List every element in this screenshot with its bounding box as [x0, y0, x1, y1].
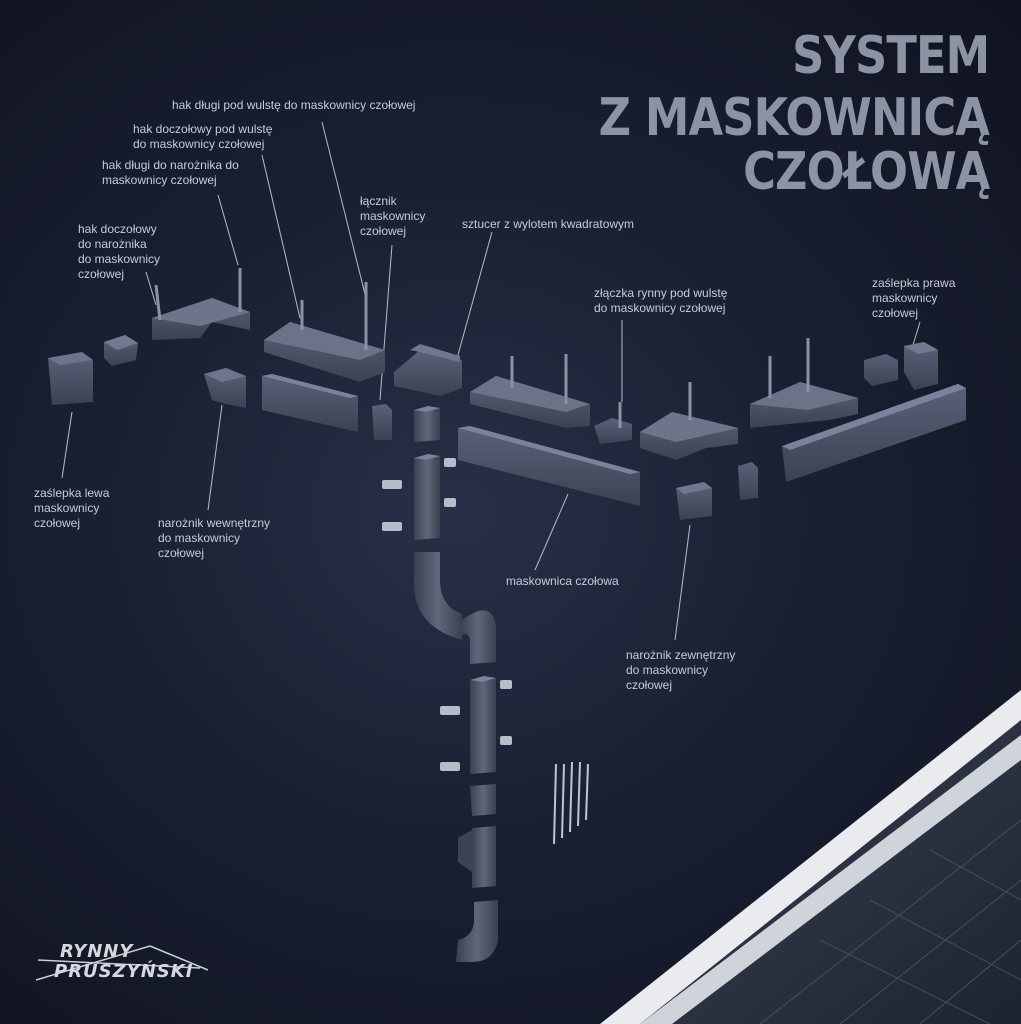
zaslepka-prawa-part [864, 342, 938, 390]
naroznik-zewnetrzny-rynna-part [640, 382, 738, 460]
leader-zaslepka-lewa [61, 411, 73, 479]
lacznik-part [372, 404, 392, 440]
title-line-3: CZOŁOWĄ [742, 142, 990, 202]
leader-lacznik [379, 244, 393, 401]
label-hak-doczolowy-wulst: hak doczołowy pod wulstę do maskownicy c… [133, 122, 273, 151]
kolano-1-part [413, 552, 462, 640]
roof-gutter-edge [640, 735, 1021, 1024]
logo-mark [35, 945, 209, 981]
logo-text-rynny: RYNNY [60, 941, 134, 962]
brand-logo: RYNNY PRUSZYŃSKI [30, 935, 215, 995]
leader-naroznik-zewnetrzny [674, 524, 691, 641]
zlaczka-part [594, 402, 632, 444]
logo-text-pruszynski: PRUSZYŃSKI [54, 961, 194, 982]
label-hak-dlugi-naroznik: hak długi do narożnika do maskownicy czo… [102, 158, 239, 187]
rynna-odcinek-2-part [470, 354, 590, 428]
maskownica-odcinek-1-part [262, 374, 358, 432]
kolano-2-part [460, 610, 496, 664]
leader-hak-dlugi-naroznik [217, 194, 239, 266]
label-zaslepka-lewa: zaślepka lewa maskownicy czołowej [34, 486, 110, 530]
rura-krotka-part [470, 784, 496, 816]
rynna-odcinek-3-part [750, 338, 858, 428]
label-maskownica: maskownica czołowa [506, 574, 619, 588]
roof-corner [600, 690, 1021, 1024]
naroznik-zewnetrzny-part [676, 482, 712, 520]
label-hak-dlugi-wulst: hak długi pod wulstę do maskownicy czoło… [172, 98, 416, 112]
parts [48, 268, 966, 962]
naroznik-wewnetrzny-part [204, 368, 246, 408]
kolano-wylot-part [456, 900, 498, 962]
leader-naroznik-wewnetrzny [207, 404, 223, 511]
title-line-2: Z MASKOWNICĄ [598, 88, 990, 148]
label-hak-doczolowy-naroznik: hak doczołowy do narożnika do maskownicy… [78, 222, 161, 281]
leader-maskownica [534, 493, 569, 571]
maskownica-odcinek-2-part [458, 426, 640, 506]
label-lacznik: łącznik maskownicy czołowej [360, 194, 426, 238]
title-line-1: SYSTEM [791, 26, 990, 86]
roof-surface [640, 720, 1021, 1024]
maskownica-odcinek-3-part [782, 384, 966, 482]
leader-hak-doczolowy-naroznik [145, 271, 157, 306]
label-naroznik-zewnetrzny: narożnik zewnętrzny do maskownicy czołow… [626, 648, 736, 692]
label-zaslepka-prawa: zaślepka prawa maskownicy czołowej [872, 276, 956, 320]
zaslepka-lewa-part [48, 352, 93, 405]
zaslepka-maly-part [104, 335, 138, 366]
sztucer-part [394, 344, 462, 442]
label-sztucer: sztucer z wylotem kwadratowym [462, 217, 635, 231]
leader-sztucer [455, 231, 493, 363]
naroznik-rynna-part [152, 268, 250, 340]
roof-tile-pattern [759, 819, 1021, 1024]
leader-hak-doczolowy-wulst [261, 154, 301, 319]
leader-zaslepka-prawa [912, 321, 921, 346]
trojnik-part [458, 826, 496, 888]
label-naroznik-wewnetrzny: narożnik wewnętrzny do maskownicy czołow… [158, 516, 271, 560]
label-zlaczka: złączka rynny pod wulstę do maskownicy c… [594, 286, 728, 315]
leader-hak-dlugi-wulst [321, 121, 367, 299]
rynna-odcinek-1-part [264, 282, 385, 382]
leader-lines [61, 121, 921, 641]
wkrety-part [553, 761, 589, 845]
rura-odcinek-1-part [382, 454, 456, 540]
rura-odcinek-2-part [440, 676, 512, 774]
lacznik-prawy-part [738, 462, 758, 500]
